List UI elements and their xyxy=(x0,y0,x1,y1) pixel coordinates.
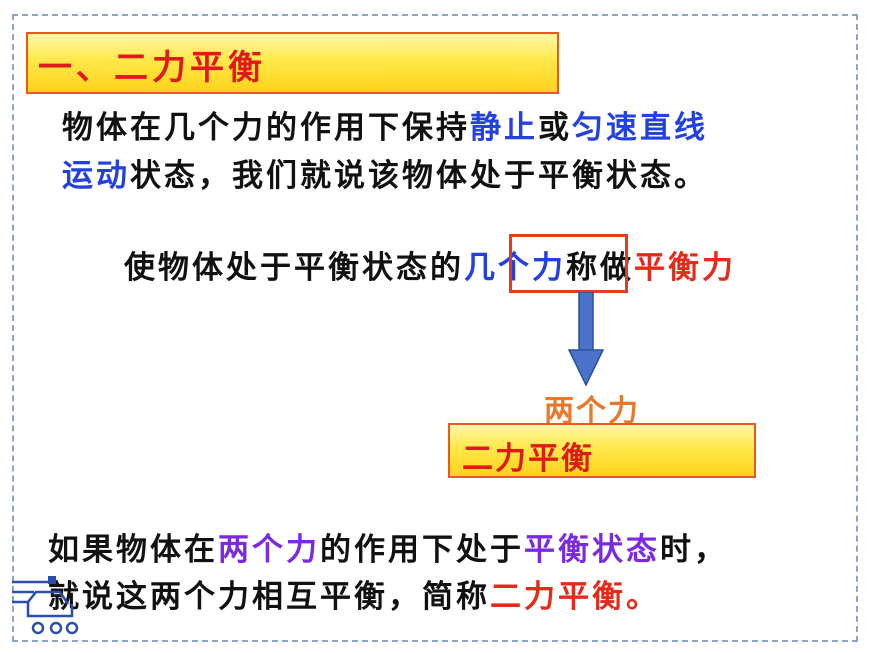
keyword-balance-state: 平衡状态 xyxy=(524,532,660,568)
keyword-balance-force: 平衡力 xyxy=(634,250,736,286)
highlight-box xyxy=(509,234,628,293)
conclusion-text: 就说这两个力相互平衡，简称 xyxy=(48,579,490,615)
definition-line-2: 运动状态，我们就说该物体处于平衡状态。 xyxy=(62,150,708,195)
keyword-two-forces: 两个力 xyxy=(218,532,320,568)
balance-force-text: 使物体处于平衡状态的 xyxy=(124,250,464,286)
sub-heading: 二力平衡 xyxy=(462,441,594,477)
conclusion-line-2: 就说这两个力相互平衡，简称二力平衡。 xyxy=(48,571,660,616)
keyword-two-force-balance: 二力平衡。 xyxy=(490,579,660,615)
conclusion-text: 如果物体在 xyxy=(48,532,218,568)
definition-text: 物体在几个力的作用下保持 xyxy=(62,110,470,146)
keyword-static: 静止 xyxy=(470,110,538,146)
definition-text: 或 xyxy=(538,110,572,146)
balance-force-text: 称做 xyxy=(566,250,634,286)
conclusion-line-1: 如果物体在两个力的作用下处于平衡状态时， xyxy=(48,524,728,569)
conclusion-text: 的作用下处于 xyxy=(320,532,524,568)
arrow-down-icon xyxy=(567,292,605,387)
logo-icon xyxy=(12,576,79,635)
definition-line-1: 物体在几个力的作用下保持静止或匀速直线 xyxy=(62,102,708,147)
keyword-motion: 运动 xyxy=(62,158,130,194)
sub-heading-banner: 二力平衡 xyxy=(448,423,756,478)
keyword-uniform-linear: 匀速直线 xyxy=(572,110,708,146)
balance-force-sentence: 使物体处于平衡状态的几个力称做平衡力 xyxy=(124,242,736,287)
conclusion-text: 时， xyxy=(660,532,728,568)
section-heading: 一、二力平衡 xyxy=(38,48,266,88)
definition-text: 状态，我们就说该物体处于平衡状态。 xyxy=(130,158,708,194)
keyword-several-forces: 几个力 xyxy=(464,250,566,286)
section-heading-banner: 一、二力平衡 xyxy=(26,32,559,94)
slide-frame xyxy=(12,14,858,642)
